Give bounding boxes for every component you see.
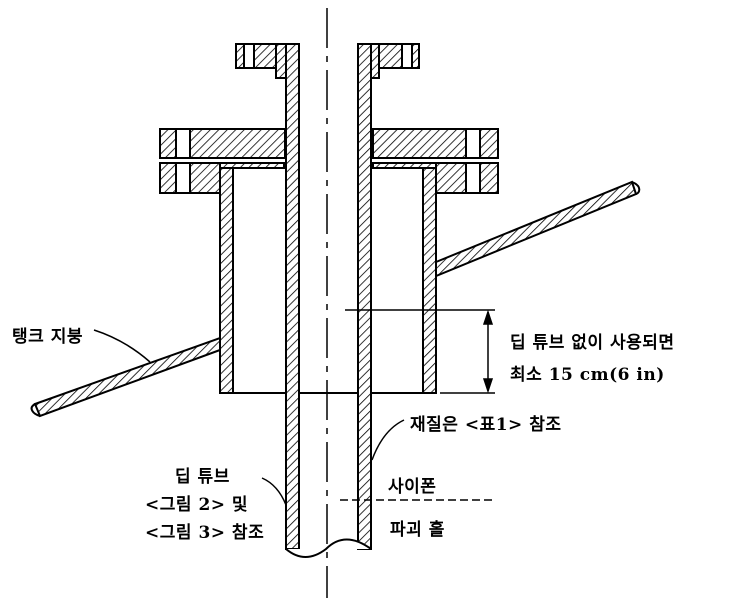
dip-tube-label-line1: 딥 튜브 (175, 467, 230, 487)
lower-flange (159, 162, 499, 194)
material-label: 재질은 <표1> 참조 (410, 415, 562, 435)
upper-flange (159, 128, 499, 159)
dip-tube-label-line3: <그림 3> 참조 (145, 523, 265, 543)
leader-material (371, 419, 405, 461)
tank-roof-label: 탱크 지붕 (12, 327, 83, 347)
leader-dip-tube (261, 477, 287, 506)
break-hole-label: 파괴 홀 (390, 520, 445, 540)
no-dip-tube-label-line1: 딥 튜브 없이 사용되면 (510, 333, 675, 353)
nozzle-pipe (219, 167, 437, 394)
leader-tank-roof (93, 329, 151, 363)
no-dip-tube-label-line2: 최소 15 cm(6 in) (510, 365, 665, 385)
tank-roof-left (30, 336, 221, 418)
dip-tube-label-line2: <그림 2> 및 (145, 495, 249, 515)
tank-roof-right (435, 180, 641, 278)
dip-tube (285, 43, 372, 558)
siphon-label: 사이폰 (388, 477, 437, 497)
dimension-min-15cm (345, 309, 495, 394)
